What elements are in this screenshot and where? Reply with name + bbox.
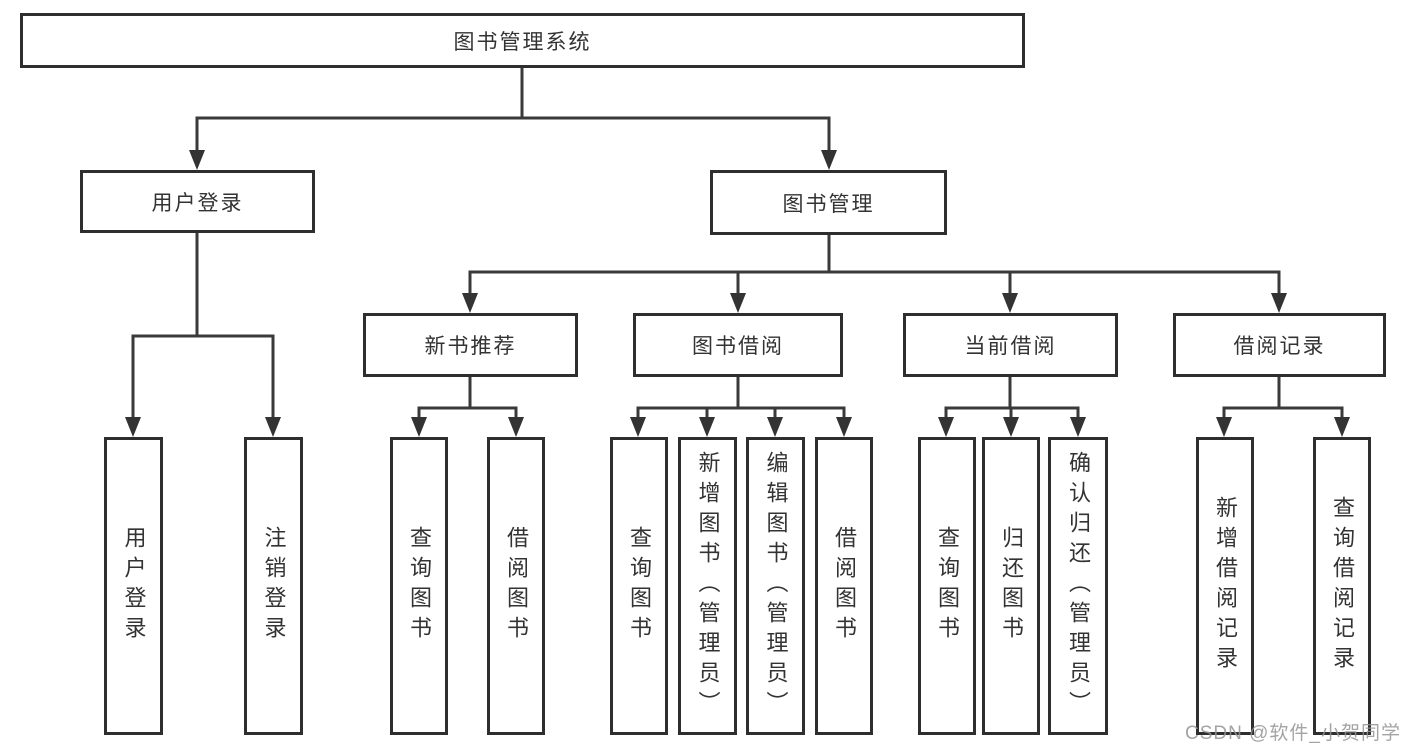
node-label: 归还图书 — [999, 526, 1024, 646]
arrow-down-icon — [1003, 417, 1019, 437]
arrow-down-icon — [125, 417, 141, 437]
node-label: 新增图书（管理员） — [695, 451, 721, 721]
node-current-borrowing: 当前借阅 — [903, 313, 1118, 377]
node-label: 借阅图书 — [832, 526, 857, 646]
arrow-down-icon — [836, 417, 852, 437]
connector-root-to-level2 — [195, 68, 831, 152]
node-label: 图书管理系统 — [453, 30, 592, 54]
arrow-down-icon — [767, 417, 783, 437]
node-book-borrowing: 图书借阅 — [633, 313, 843, 377]
arrow-down-icon — [1216, 417, 1232, 437]
node-label: 查询借阅记录 — [1330, 496, 1355, 676]
node-label: 用户登录 — [121, 526, 147, 646]
leaf-logout: 注销登录 — [244, 437, 303, 735]
arrow-down-icon — [1070, 417, 1086, 437]
leaf-borrow-books: 借阅图书 — [815, 437, 873, 735]
arrow-down-icon — [462, 293, 478, 313]
leaf-query-books-current: 查询图书 — [918, 437, 976, 735]
node-label: 图书借阅 — [692, 335, 784, 358]
node-label: 编辑图书（管理员） — [763, 451, 789, 721]
leaf-user-login: 用户登录 — [104, 437, 163, 735]
node-label: 查询图书 — [627, 526, 652, 646]
connector-records-to-children — [1222, 377, 1344, 419]
arrow-down-icon — [265, 417, 281, 437]
connector-bookmgmt-to-children — [468, 235, 1281, 295]
leaf-edit-books-admin: 编辑图书（管理员） — [746, 437, 805, 735]
arrow-down-icon — [1271, 293, 1287, 313]
node-label: 注销登录 — [261, 526, 287, 646]
node-user-login: 用户登录 — [80, 170, 315, 233]
node-label: 查询图书 — [935, 526, 960, 646]
node-book-management: 图书管理 — [710, 170, 947, 235]
connector-current-to-children — [944, 377, 1080, 419]
node-library-management-system: 图书管理系统 — [20, 13, 1025, 68]
arrow-down-icon — [630, 417, 646, 437]
leaf-borrow-books-recommend: 借阅图书 — [487, 437, 545, 735]
csdn-watermark: CSDN @软件_小贺同学 — [1185, 723, 1401, 744]
leaf-add-borrow-record: 新增借阅记录 — [1196, 437, 1254, 735]
node-label: 新书推荐 — [424, 335, 517, 358]
arrow-down-icon — [1002, 293, 1018, 313]
node-label: 借阅图书 — [504, 526, 529, 646]
arrow-down-icon — [1334, 417, 1350, 437]
leaf-query-books-recommend: 查询图书 — [390, 437, 448, 735]
node-label: 查询图书 — [407, 526, 432, 646]
node-label: 新增借阅记录 — [1213, 496, 1238, 676]
connector-borrowing-to-children — [636, 377, 846, 419]
node-borrowing-records: 借阅记录 — [1173, 313, 1386, 377]
connector-newbook-to-children — [417, 377, 518, 419]
leaf-return-books: 归还图书 — [982, 437, 1040, 735]
node-label: 图书管理 — [782, 192, 875, 216]
arrow-down-icon — [938, 417, 954, 437]
arrow-down-icon — [730, 293, 746, 313]
leaf-query-borrow-record: 查询借阅记录 — [1313, 437, 1371, 735]
arrow-down-icon — [189, 150, 205, 170]
node-new-book-recommendation: 新书推荐 — [363, 313, 578, 377]
connector-userlogin-to-children — [131, 233, 275, 419]
arrow-down-icon — [411, 417, 427, 437]
arrow-down-icon — [821, 150, 837, 170]
node-label: 借阅记录 — [1233, 335, 1326, 358]
arrow-down-icon — [508, 417, 524, 437]
arrow-down-icon — [699, 417, 715, 437]
arrowheads — [125, 150, 1350, 437]
leaf-add-books-admin: 新增图书（管理员） — [678, 437, 737, 735]
node-label: 确认归还（管理员） — [1066, 451, 1091, 721]
node-label: 用户登录 — [151, 191, 244, 215]
node-label: 当前借阅 — [964, 335, 1057, 358]
leaf-query-books-borrowing: 查询图书 — [610, 437, 668, 735]
leaf-confirm-return-admin: 确认归还（管理员） — [1048, 437, 1108, 735]
